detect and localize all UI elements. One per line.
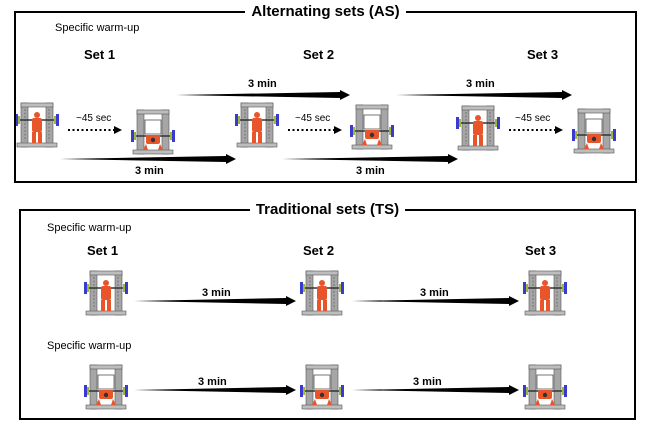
ts-rest-label-top-1: 3 min bbox=[202, 287, 231, 299]
as-rest-label-bottom-1: 3 min bbox=[135, 165, 164, 177]
ts-rest-arrow-bottom-1 bbox=[134, 387, 286, 393]
as-rest-label-bottom-2: 3 min bbox=[356, 165, 385, 177]
as-warmup-label: Specific warm-up bbox=[55, 22, 140, 34]
ts-set1-label: Set 1 bbox=[87, 243, 119, 258]
ts-set3-label: Set 3 bbox=[525, 243, 557, 258]
ts-rest-label-top-2: 3 min bbox=[420, 287, 449, 299]
as-rest-arrow-bottom-2 bbox=[282, 156, 448, 162]
as-rest-label-top-1: 3 min bbox=[248, 78, 277, 90]
ts-rest-label-bottom-1: 3 min bbox=[198, 376, 227, 388]
as-rest-arrow-top-2 bbox=[396, 92, 562, 98]
as-rest-label-top-2: 3 min bbox=[466, 78, 495, 90]
ts-warmup-label-top: Specific warm-up bbox=[47, 222, 132, 234]
as-rest-label-45s-1: ~45 sec bbox=[76, 113, 112, 124]
ts-rest-arrow-bottom-2 bbox=[352, 387, 509, 393]
as-rest-label-45s-2: ~45 sec bbox=[295, 113, 331, 124]
as-rest-label-45s-3: ~45 sec bbox=[515, 113, 551, 124]
ts-rest-arrow-top-2 bbox=[352, 298, 509, 304]
ts-warmup-label-bottom: Specific warm-up bbox=[47, 340, 132, 352]
as-rest-arrow-top-1 bbox=[176, 92, 340, 98]
ts-set2-label: Set 2 bbox=[303, 243, 335, 258]
as-set2-label: Set 2 bbox=[303, 47, 335, 62]
as-rest-arrow-bottom-1 bbox=[60, 156, 226, 162]
as-set3-label: Set 3 bbox=[527, 47, 559, 62]
as-set1-label: Set 1 bbox=[84, 47, 116, 62]
traditional-sets-panel: Traditional sets (TS) bbox=[19, 201, 636, 420]
ts-rest-arrow-top-1 bbox=[134, 298, 286, 304]
alternating-sets-panel: Alternating sets (AS) bbox=[14, 3, 637, 183]
ts-rest-label-bottom-2: 3 min bbox=[413, 376, 442, 388]
